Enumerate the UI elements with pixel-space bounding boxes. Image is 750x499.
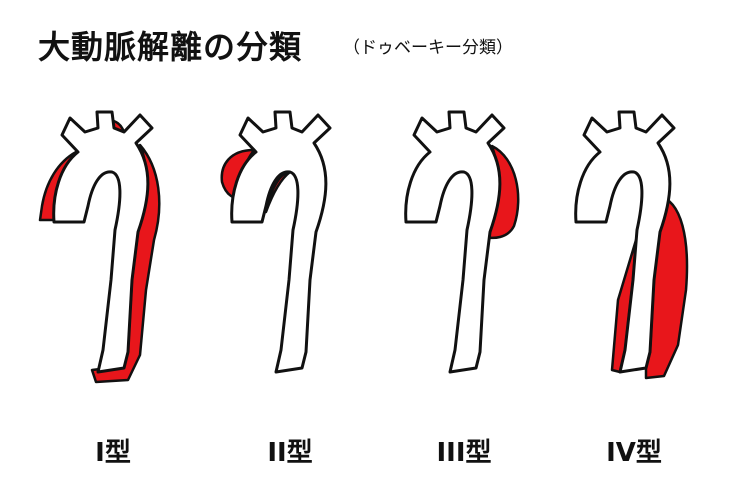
type-3-label: III型: [436, 438, 492, 468]
page-subtitle: （ドゥベーキー分類）: [343, 38, 513, 58]
aorta-type-1: [38, 110, 161, 384]
aorta-type-4: [574, 110, 689, 380]
page-title: 大動脈解離の分類: [38, 28, 303, 66]
aorta-type-2: [220, 110, 332, 374]
type-2-label: II型: [267, 438, 313, 468]
aorta-type-3: [404, 110, 520, 374]
type-4-label: IV型: [606, 438, 662, 468]
type-1-label: I型: [95, 438, 131, 468]
